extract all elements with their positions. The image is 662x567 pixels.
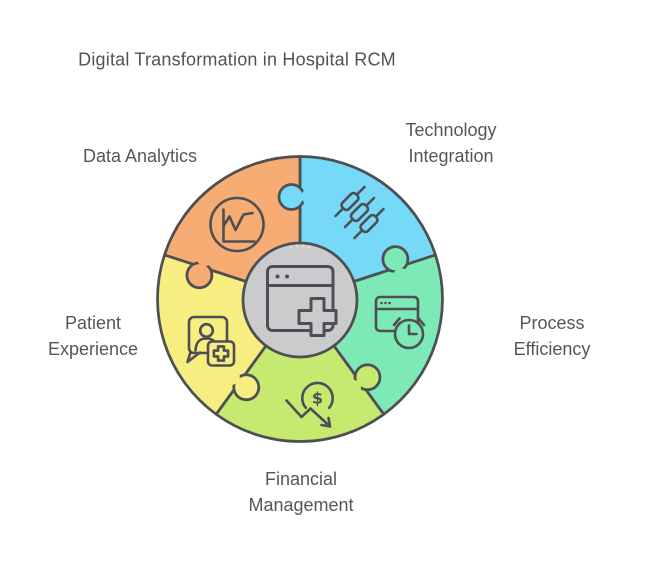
- dollar-sign: $: [312, 389, 323, 408]
- puzzle-tabs: [185, 183, 410, 402]
- segment-financial-management: [214, 297, 386, 443]
- puzzle-tab-teal: [381, 245, 410, 273]
- sliders-icon: [334, 185, 385, 240]
- puzzle-tab-blue: [277, 183, 306, 211]
- medical-app-window-icon: [266, 265, 338, 337]
- patient-chat-icon: [186, 315, 236, 367]
- line-chart-icon: [209, 196, 265, 253]
- tab-neck: [344, 379, 361, 397]
- center-hub: [241, 241, 359, 359]
- label-patient-experience: Patient Experience: [47, 313, 139, 359]
- label-data-analytics: Data Analytics: [82, 146, 198, 166]
- puzzle-tab-lime: [353, 363, 382, 392]
- page-title: Digital Transformation in Hospital RCM: [78, 49, 396, 70]
- window-clock-icon: [374, 295, 426, 350]
- decorative-dots: [289, 244, 311, 249]
- label-technology-integration: Technology Integration: [405, 120, 497, 166]
- puzzle-tab-yellow: [232, 373, 261, 402]
- label-financial-management: Financial Management: [248, 469, 354, 515]
- dollar-arrow-icon: $: [285, 381, 334, 428]
- tab-neck: [222, 367, 240, 385]
- label-process-efficiency: Process Efficiency: [513, 313, 591, 359]
- tab-neck: [392, 268, 410, 286]
- tab-neck: [301, 188, 319, 205]
- center-circle: [241, 241, 359, 359]
- medical-cross: [297, 297, 338, 337]
- puzzle-tab-orange: [185, 261, 214, 290]
- tab-neck: [196, 249, 214, 267]
